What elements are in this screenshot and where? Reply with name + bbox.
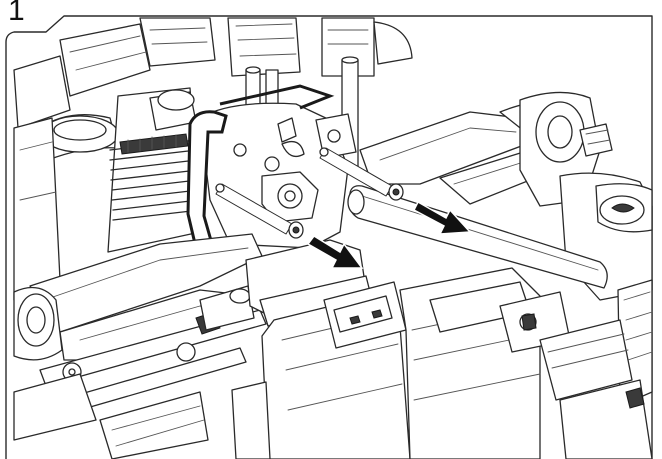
- arrow-remove-upper-pin: [413, 200, 472, 235]
- arrow-remove-lower-pin: [306, 235, 364, 269]
- illustration-frame: [5, 15, 653, 459]
- rear-tube: [347, 185, 608, 289]
- hinge-pin-upper: [319, 147, 404, 201]
- upper-chassis: [13, 17, 413, 129]
- rear-bulkhead: [186, 84, 357, 250]
- hinge-pin-lower: [215, 183, 304, 239]
- step-number: 1: [8, 0, 25, 27]
- lower-links: [13, 285, 267, 459]
- shock-absorber: [39, 87, 201, 253]
